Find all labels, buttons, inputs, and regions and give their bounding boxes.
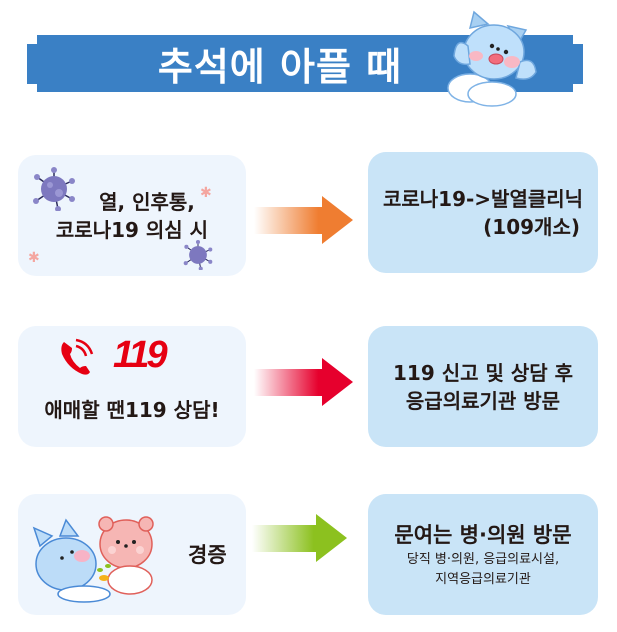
- symptom-box-uncertain: 119 애매할 땐119 상담!: [18, 326, 246, 447]
- symptom-line-2: 코로나19 의심 시: [55, 217, 209, 242]
- banner-right-tab: [571, 44, 583, 84]
- action-line-1: 119 신고 및 상담 후: [393, 360, 573, 385]
- orange-arrow-icon: [254, 196, 353, 244]
- action-line-2: (109개소): [483, 214, 580, 239]
- action-title: 문여는 병·의원 방문: [394, 522, 572, 547]
- page-title: 추석에 아플 때: [157, 45, 403, 89]
- red-arrow-icon: [254, 358, 353, 406]
- phone-icon: [61, 338, 94, 375]
- symptom-box-fever: ✱ ✱ 열, 인후통, 코로나19 의심 시: [18, 155, 246, 276]
- 119-logo: 119: [113, 334, 168, 376]
- virus-icon: [183, 240, 213, 270]
- star-icon: ✱: [200, 185, 212, 201]
- action-sub-line-1: 당직 병·의원, 응급의료시설,: [406, 551, 560, 567]
- blue-bear-mascot-icon: [447, 10, 537, 107]
- virus-icon: [33, 167, 75, 211]
- green-arrow-icon: [252, 514, 347, 562]
- banner-left-tab: [27, 44, 39, 84]
- action-line-1: 코로나19->발열클리닉: [382, 186, 584, 211]
- action-box-fever-clinic: 코로나19->발열클리닉 (109개소): [368, 152, 598, 273]
- symptom-line: 애매할 땐119 상담!: [44, 397, 220, 422]
- symptom-box-mild: 경증: [18, 494, 246, 615]
- symptom-line-1: 열, 인후통,: [99, 189, 195, 214]
- action-box-119: 119 신고 및 상담 후 응급의료기관 방문: [368, 326, 598, 447]
- symptom-line: 경증: [188, 543, 227, 567]
- action-line-2: 응급의료기관 방문: [405, 388, 561, 413]
- star-icon: ✱: [28, 250, 40, 266]
- action-sub-line-2: 지역응급의료기관: [435, 571, 531, 587]
- bears-icon: [32, 516, 154, 603]
- action-box-clinic: 문여는 병·의원 방문 당직 병·의원, 응급의료시설, 지역응급의료기관: [368, 494, 598, 615]
